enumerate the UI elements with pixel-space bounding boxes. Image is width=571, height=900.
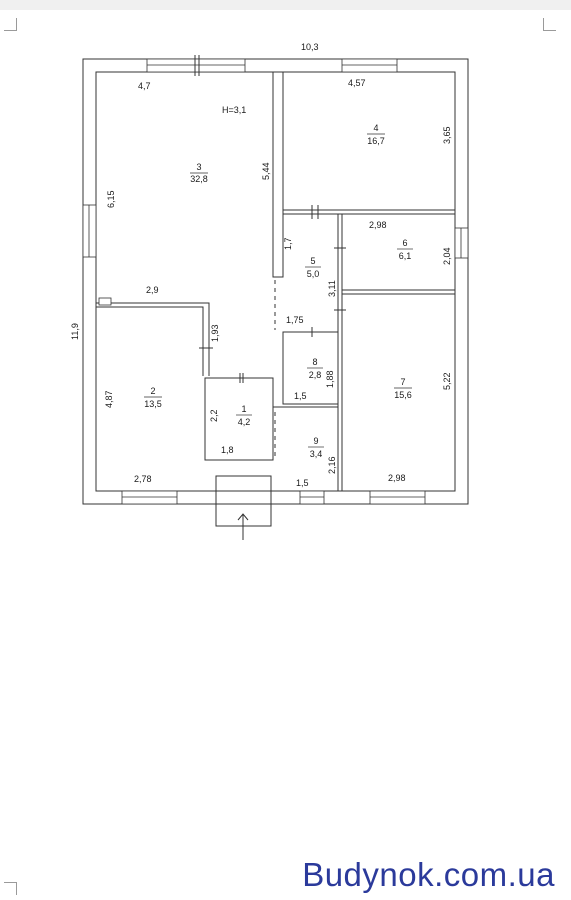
room-number: 5	[310, 256, 315, 266]
walls	[82, 58, 469, 527]
room-area: 4,2	[238, 417, 251, 427]
page-top-strip	[0, 0, 571, 10]
label-r8-right: 1,88	[325, 370, 335, 388]
crop-mark-top-right	[543, 18, 556, 31]
room-3: 3 32,8	[190, 162, 208, 184]
label-r6-right: 2,04	[442, 247, 452, 265]
label-r3-partition: 5,44	[261, 162, 271, 180]
room-area: 32,8	[190, 174, 208, 184]
label-r2-bottom: 2,78	[134, 474, 152, 484]
label-r5-bottom: 1,75	[286, 315, 304, 325]
site-watermark: Budynok.com.ua	[302, 856, 555, 893]
room-number: 6	[402, 238, 407, 248]
room-4: 4 16,7	[367, 123, 385, 146]
room-labels: 3 32,8 4 16,7 5 5,0 6 6,1 8 2,8 7 15,6	[144, 123, 413, 459]
windows	[82, 58, 469, 505]
room-area: 13,5	[144, 399, 162, 409]
room-number: 3	[196, 162, 201, 172]
label-r3-left: 6,15	[106, 190, 116, 208]
room-9: 9 3,4	[308, 436, 324, 459]
room-area: 2,8	[309, 370, 322, 380]
room-area: 6,1	[399, 251, 412, 261]
label-r7-bottom: 2,98	[388, 473, 406, 483]
room-6: 6 6,1	[397, 238, 413, 261]
door-marks	[194, 55, 346, 540]
label-r4-top: 4,57	[348, 78, 366, 88]
crop-mark-bottom-left	[4, 882, 17, 895]
label-r9-right: 2,16	[327, 456, 337, 474]
room-number: 7	[400, 377, 405, 387]
room-2: 2 13,5	[144, 386, 162, 409]
room-area: 3,4	[310, 449, 323, 459]
label-r2-left: 4,87	[104, 390, 114, 408]
label-height-note: H=3,1	[222, 105, 246, 115]
label-overall-height: 11,9	[70, 323, 80, 340]
room-number: 1	[241, 404, 246, 414]
crop-mark-top-left	[4, 18, 17, 31]
room-area: 16,7	[367, 136, 385, 146]
dimension-labels: 10,3 11,9 H=3,1 4,7 6,15 2,9 5,44 4,57 3…	[70, 42, 452, 488]
label-r2-right: 1,93	[210, 324, 220, 342]
chimney-symbol	[98, 297, 112, 306]
label-r1-left: 2,2	[209, 409, 219, 422]
room-1: 1 4,2	[236, 404, 252, 427]
label-r8-bottom: 1,5	[294, 391, 307, 401]
label-r6-top: 2,98	[369, 220, 387, 230]
label-r3-bottom: 2,9	[146, 285, 159, 295]
label-overall-width: 10,3	[301, 42, 319, 52]
room-5: 5 5,0	[305, 256, 321, 279]
label-r5-right: 3,11	[327, 280, 337, 297]
room-7: 7 15,6	[394, 377, 412, 400]
label-r5-left: 1,7	[283, 237, 293, 250]
label-r9-bottom: 1,5	[296, 478, 309, 488]
room-number: 4	[373, 123, 378, 133]
room-area: 15,6	[394, 390, 412, 400]
label-r3-top: 4,7	[138, 81, 151, 91]
label-r1-bottom: 1,8	[221, 445, 234, 455]
room-area: 5,0	[307, 269, 320, 279]
room-number: 9	[313, 436, 318, 446]
room-8: 8 2,8	[307, 357, 323, 380]
label-r7-right: 5,22	[442, 372, 452, 390]
label-r4-right: 3,65	[442, 126, 452, 144]
room-number: 8	[312, 357, 317, 367]
room-number: 2	[150, 386, 155, 396]
